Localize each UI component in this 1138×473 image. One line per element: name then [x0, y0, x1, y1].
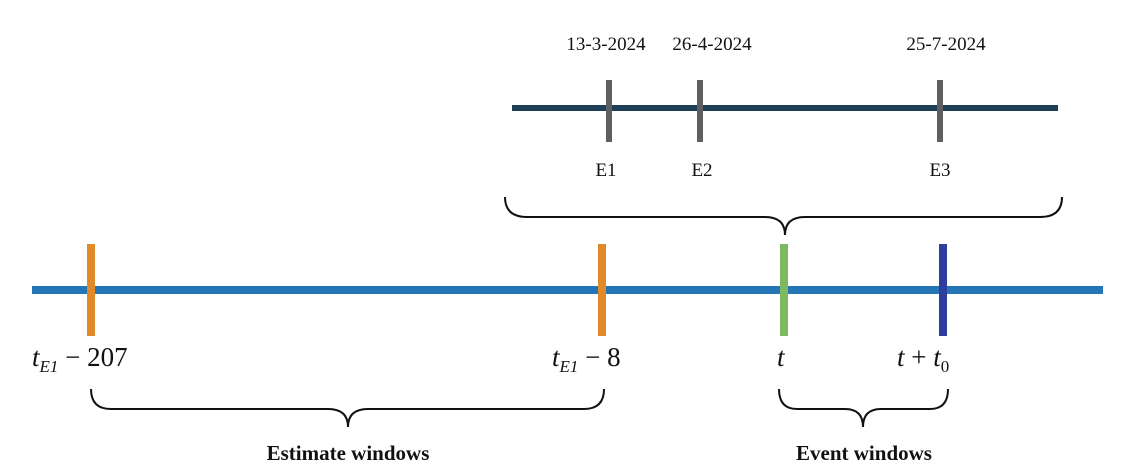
- event-label-e3: E3: [929, 160, 950, 181]
- event-date-e1: 13-3-2024: [566, 34, 646, 55]
- event-date-e3: 25-7-2024: [906, 34, 986, 55]
- upper-span-brace: [504, 196, 1063, 236]
- event-date-e2: 26-4-2024: [672, 34, 752, 55]
- event-label-e2: E2: [691, 160, 712, 181]
- estimate-window-brace: [90, 388, 605, 428]
- event-label-e1: E1: [595, 160, 616, 181]
- label-t-plus-t0: t + t0: [897, 342, 949, 376]
- label-t-e1-minus-207: tE1 − 207: [32, 342, 128, 376]
- event-window-brace: [778, 388, 949, 428]
- event-windows-label: Event windows: [796, 441, 932, 465]
- estimate-windows-label: Estimate windows: [267, 441, 430, 465]
- label-t: t: [777, 342, 786, 372]
- label-t-e1-minus-8: tE1 − 8: [552, 342, 621, 376]
